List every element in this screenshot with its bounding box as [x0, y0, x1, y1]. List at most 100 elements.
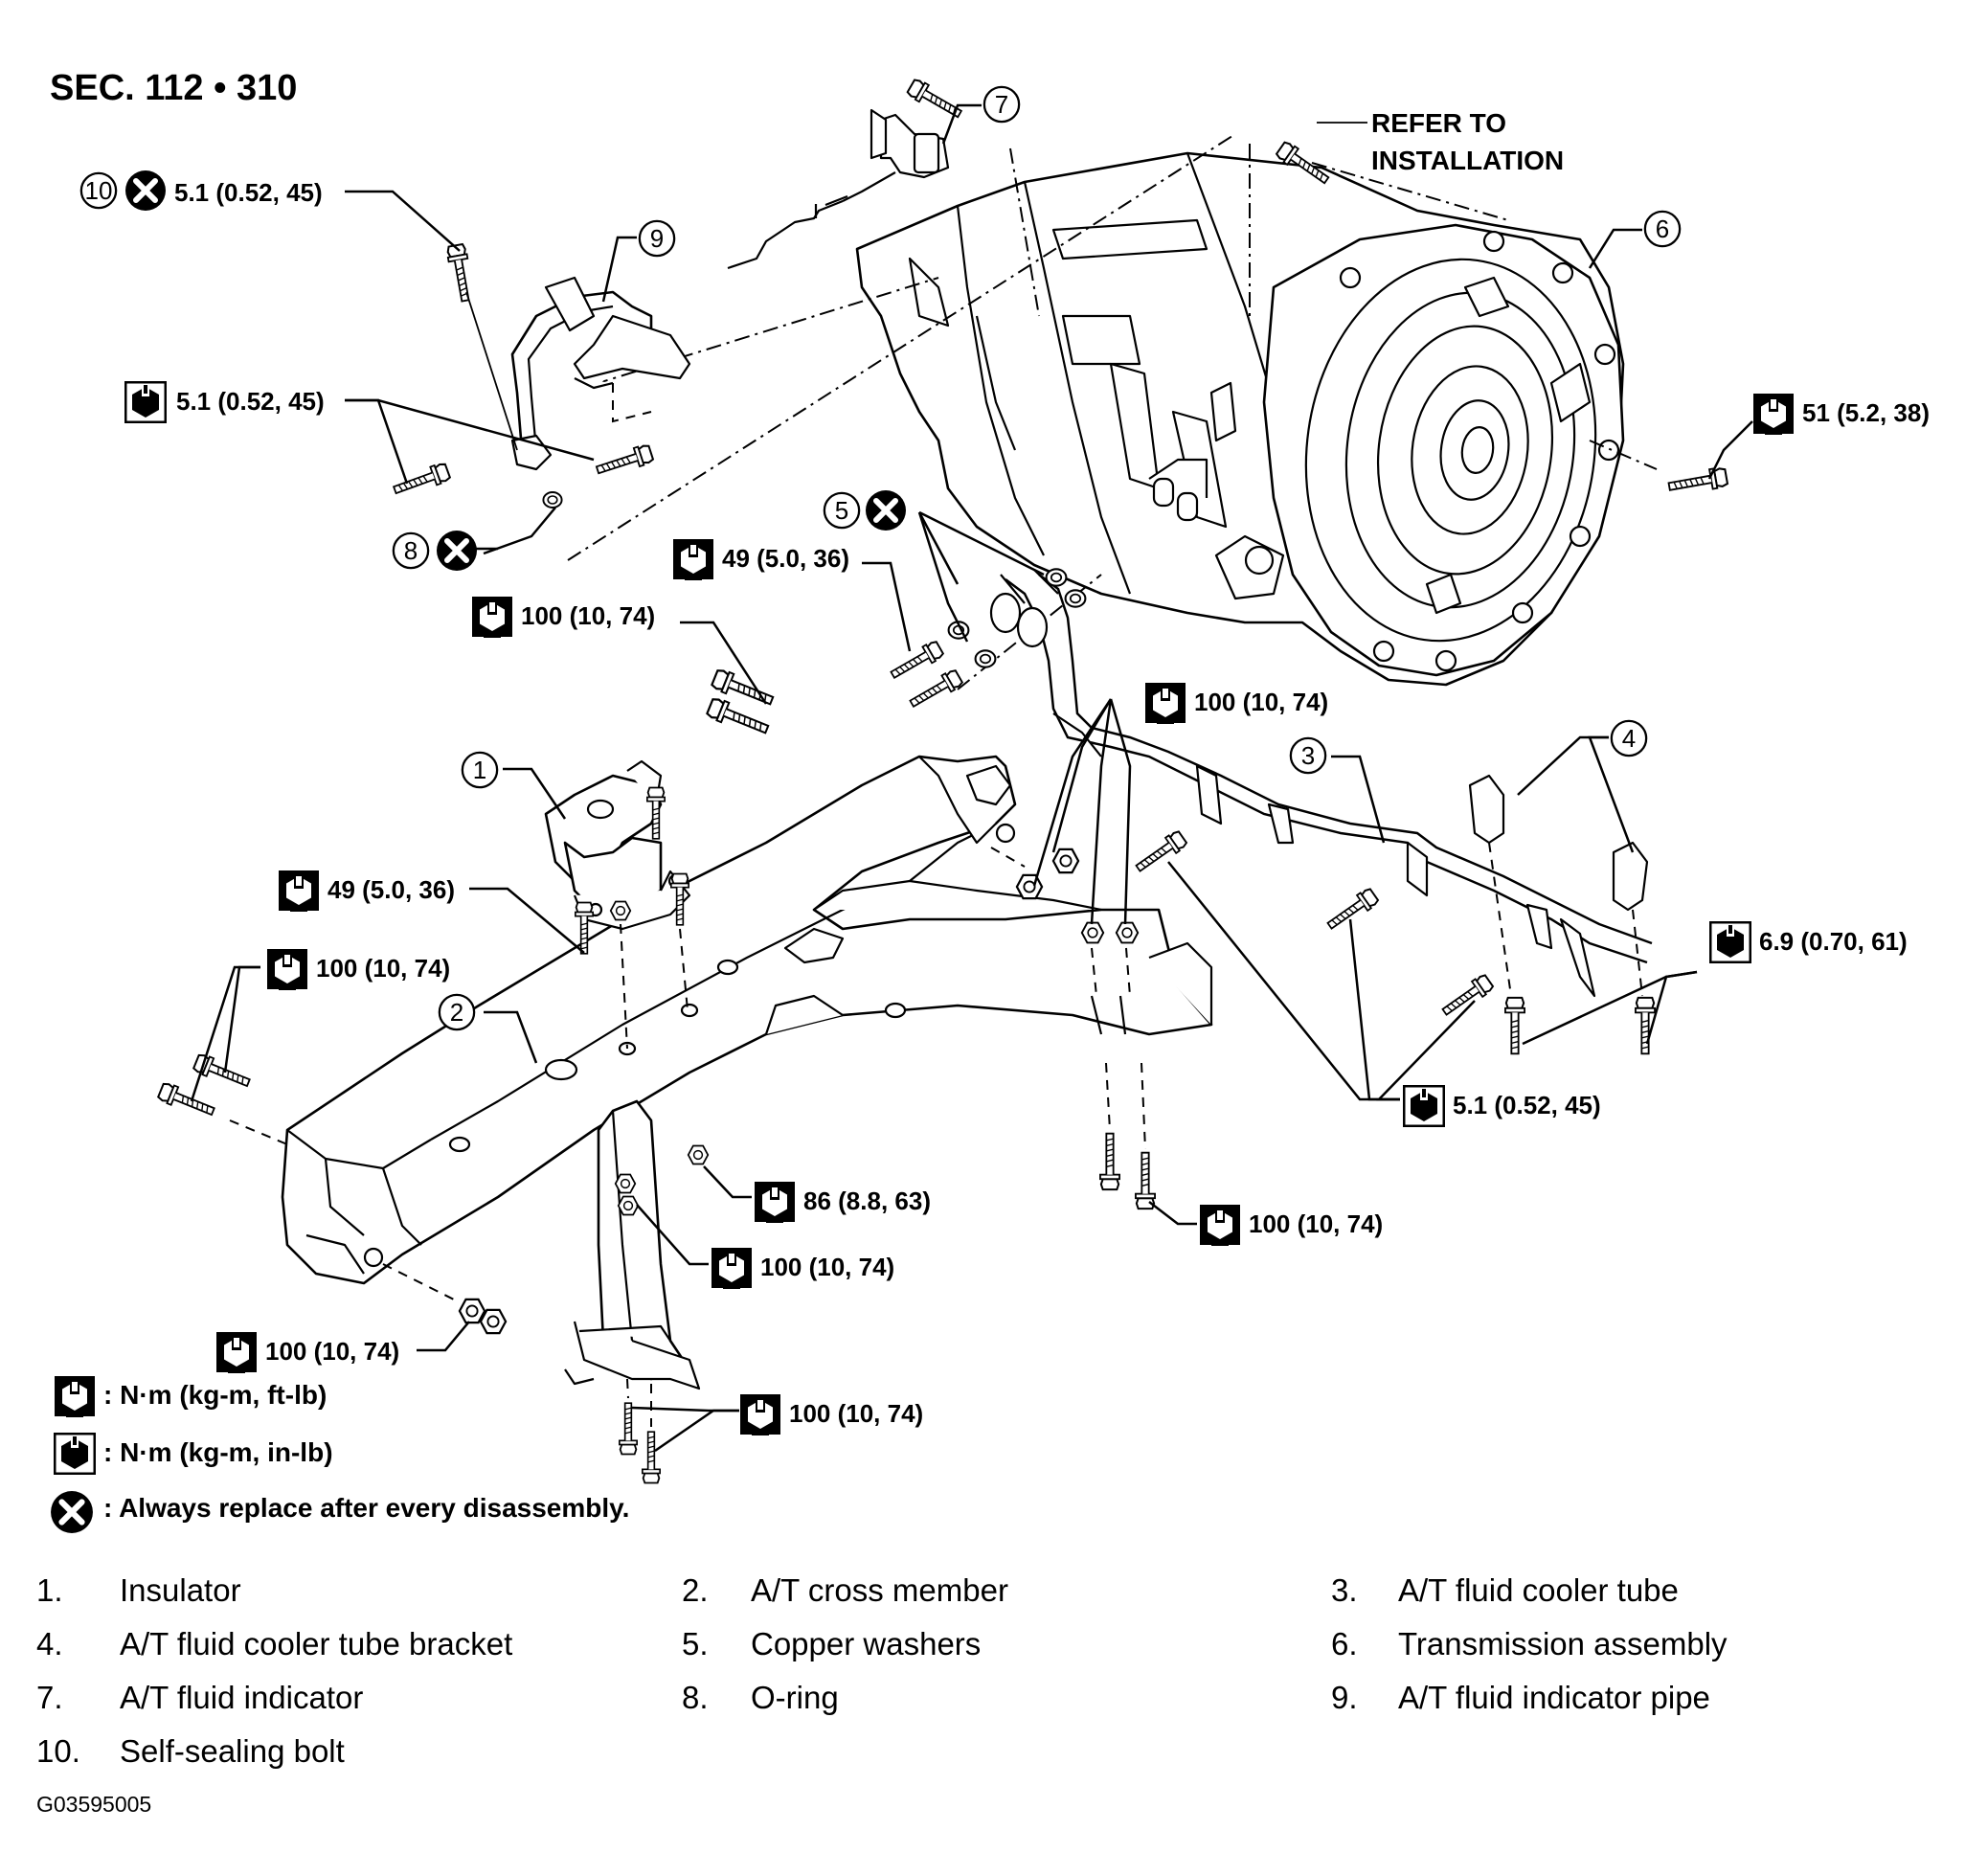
callout-7: 7	[982, 85, 1021, 124]
svg-text:10.: 10.	[36, 1733, 80, 1769]
refer-note-line1: REFER TO	[1371, 108, 1506, 138]
callout-4: 4	[1610, 719, 1648, 757]
torque-bracket-bolts: 6.9 (0.70, 61)	[1709, 921, 1908, 963]
svg-text:100 (10, 74): 100 (10, 74)	[521, 601, 655, 630]
fluid-indicator-pipe	[510, 276, 691, 471]
callout-6: 6	[1643, 210, 1682, 248]
torque-cooler-bolts: 49 (5.0, 36)	[673, 539, 849, 580]
svg-text:Copper washers: Copper washers	[751, 1626, 981, 1661]
torque-filled-icon	[1403, 1085, 1445, 1127]
svg-text:A/T fluid cooler tube bracket: A/T fluid cooler tube bracket	[120, 1626, 512, 1661]
svg-text:1: 1	[473, 756, 486, 784]
insulator	[544, 759, 691, 931]
torque-center-nut: 100 (10, 74)	[711, 1248, 894, 1289]
torque-open-icon	[216, 1332, 257, 1373]
svg-text:100 (10, 74): 100 (10, 74)	[1249, 1209, 1383, 1238]
torque-insulator: 49 (5.0, 36)	[279, 870, 455, 912]
svg-text:1.: 1.	[36, 1572, 63, 1608]
svg-text:3: 3	[1301, 741, 1315, 770]
figure-code: G03595005	[36, 1792, 151, 1817]
callout-9: 9	[638, 219, 676, 258]
legend: : N·m (kg-m, ft-lb) : N·m (kg-m, in-lb) …	[51, 1376, 629, 1533]
callout-1: 1	[461, 751, 499, 789]
svg-text:100 (10, 74): 100 (10, 74)	[1194, 688, 1328, 716]
svg-text:O-ring: O-ring	[751, 1680, 839, 1715]
svg-text:6.: 6.	[1331, 1626, 1358, 1661]
svg-text:Transmission assembly: Transmission assembly	[1398, 1626, 1728, 1661]
svg-text:9.: 9.	[1331, 1680, 1358, 1715]
torque-converter: 51 (5.2, 38)	[1753, 394, 1930, 435]
torque-filled-icon	[54, 1433, 96, 1475]
svg-text:5.: 5.	[682, 1626, 709, 1661]
svg-text:A/T fluid indicator pipe: A/T fluid indicator pipe	[1398, 1680, 1710, 1715]
svg-text:100 (10, 74): 100 (10, 74)	[789, 1399, 923, 1428]
torque-tube-clips: 5.1 (0.52, 45)	[1403, 1085, 1601, 1127]
svg-text:: N·m (kg-m, ft-lb): : N·m (kg-m, ft-lb)	[103, 1380, 327, 1410]
svg-text:2: 2	[450, 998, 463, 1027]
transmission-assembly	[855, 151, 1625, 687]
svg-text:4.: 4.	[36, 1626, 63, 1661]
torque-open-icon	[55, 1376, 95, 1417]
callout-5: 5	[823, 491, 861, 530]
torque-filled-icon	[124, 381, 167, 423]
svg-text:6.9 (0.70, 61): 6.9 (0.70, 61)	[1759, 927, 1908, 956]
fluid-cooler-tube	[989, 569, 1653, 998]
torque-open-icon	[1145, 683, 1186, 724]
torque-open-icon	[755, 1182, 795, 1223]
svg-text:7: 7	[995, 90, 1008, 119]
svg-text:7.: 7.	[36, 1680, 63, 1715]
torque-pipe-bracket: 5.1 (0.52, 45)	[124, 381, 325, 423]
torque-open-icon	[1200, 1205, 1240, 1246]
svg-text:8.: 8.	[682, 1680, 709, 1715]
svg-text:5: 5	[835, 496, 848, 525]
svg-text:A/T cross member: A/T cross member	[751, 1572, 1008, 1608]
replace-x-icon	[125, 170, 166, 211]
svg-text:3.: 3.	[1331, 1572, 1358, 1608]
svg-text:6: 6	[1656, 215, 1669, 243]
torque-open-icon	[472, 597, 512, 638]
svg-text:Insulator: Insulator	[120, 1572, 241, 1608]
torque-left-bolts: 100 (10, 74)	[267, 949, 450, 990]
svg-text:10: 10	[85, 176, 113, 205]
svg-text:A/T fluid cooler tube: A/T fluid cooler tube	[1398, 1572, 1679, 1608]
parts-list: 1. Insulator 2. A/T cross member 3. A/T flu…	[36, 1572, 1728, 1769]
svg-text:49 (5.0, 36): 49 (5.0, 36)	[328, 875, 455, 904]
callout-10: 10	[79, 171, 118, 210]
torque-right-lower: 100 (10, 74)	[1200, 1205, 1383, 1246]
callout-8: 8	[392, 531, 430, 570]
torque-open-icon	[740, 1394, 780, 1435]
torque-open-icon	[711, 1248, 752, 1289]
crossmember	[281, 755, 1213, 1390]
section-title: SEC. 112 • 310	[50, 68, 297, 108]
svg-text:: Always replace after every d: : Always replace after every disassembly…	[103, 1493, 629, 1523]
torque-filled-icon	[1709, 921, 1751, 963]
svg-text:8: 8	[404, 536, 418, 565]
torque-open-icon	[673, 539, 713, 580]
torque-lower-bolt: 86 (8.8, 63)	[755, 1182, 931, 1223]
svg-text:A/T fluid indicator: A/T fluid indicator	[120, 1680, 363, 1715]
svg-text:51 (5.2, 38): 51 (5.2, 38)	[1802, 398, 1930, 427]
svg-text:100 (10, 74): 100 (10, 74)	[316, 954, 450, 983]
svg-text:: N·m (kg-m, in-lb): : N·m (kg-m, in-lb)	[103, 1437, 333, 1467]
svg-text:100 (10, 74): 100 (10, 74)	[265, 1337, 399, 1366]
svg-text:4: 4	[1622, 724, 1636, 753]
svg-text:49 (5.0, 36): 49 (5.0, 36)	[722, 544, 849, 573]
callout-3: 3	[1289, 736, 1327, 775]
svg-text:5.1 (0.52, 45): 5.1 (0.52, 45)	[1453, 1091, 1601, 1119]
svg-text:2.: 2.	[682, 1572, 709, 1608]
fluid-indicator	[727, 108, 950, 270]
torque-left-nut: 100 (10, 74)	[216, 1332, 399, 1373]
torque-bottom-bolts: 100 (10, 74)	[740, 1394, 923, 1435]
torque-open-icon	[279, 870, 319, 912]
svg-text:9: 9	[650, 224, 664, 253]
torque-open-icon	[1753, 394, 1794, 435]
refer-note-line2: INSTALLATION	[1371, 146, 1564, 175]
svg-text:5.1 (0.52, 45): 5.1 (0.52, 45)	[174, 178, 323, 207]
svg-text:5.1 (0.52, 45): 5.1 (0.52, 45)	[176, 387, 325, 416]
torque-open-icon	[267, 949, 307, 990]
svg-text:86 (8.8, 63): 86 (8.8, 63)	[803, 1187, 931, 1215]
replace-x-icon	[866, 490, 906, 531]
torque-bolt10: 5.1 (0.52, 45)	[174, 178, 323, 207]
torque-crossmember-long: 100 (10, 74)	[472, 597, 655, 638]
replace-x-icon	[437, 531, 477, 571]
